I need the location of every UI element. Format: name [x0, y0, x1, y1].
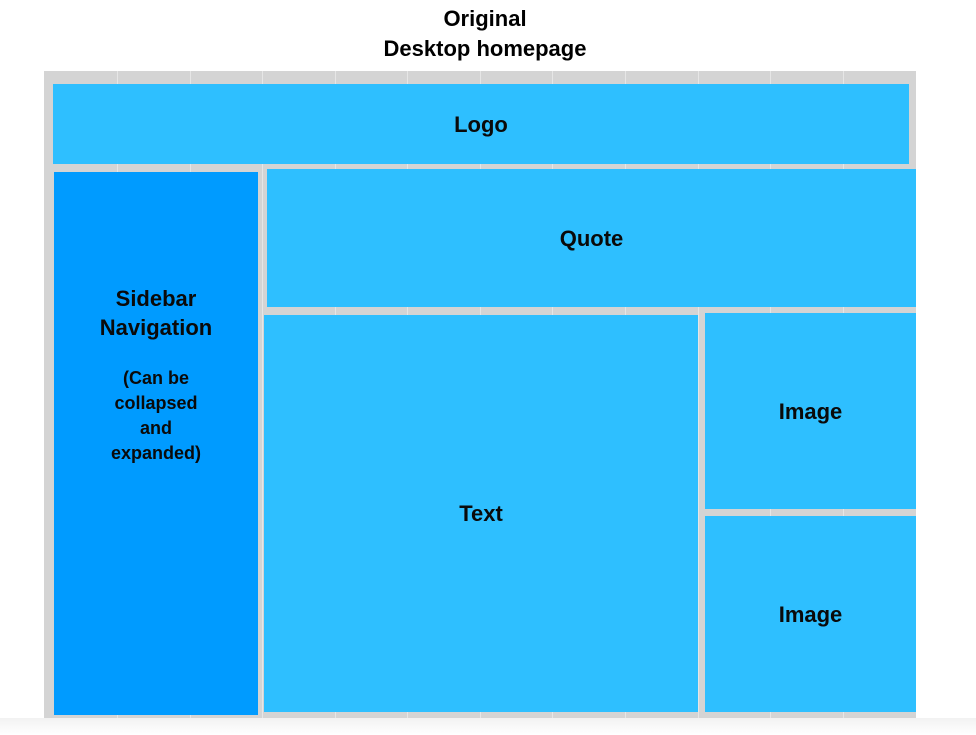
logo-block: Logo	[53, 84, 909, 164]
grid-column-line	[262, 71, 263, 718]
image-block-bottom: Image	[705, 516, 916, 712]
image-top-label: Image	[778, 398, 843, 424]
quote-label: Quote	[559, 225, 624, 251]
title-line-2: Desktop homepage	[383, 36, 587, 61]
image-bottom-label: Image	[778, 601, 843, 627]
sidebar-label: Sidebar Navigation	[99, 286, 213, 340]
bottom-edge	[0, 718, 976, 735]
image-block-top: Image	[705, 313, 916, 509]
text-block: Text	[264, 315, 698, 712]
diagram-title: Original Desktop homepage	[0, 4, 970, 64]
sidebar-note: (Can be collapsed and expanded)	[110, 368, 202, 463]
title-line-1: Original	[443, 6, 527, 31]
logo-label: Logo	[454, 111, 508, 137]
grid-column-line	[698, 71, 699, 718]
text-label: Text	[459, 501, 503, 526]
sidebar-navigation-block: Sidebar Navigation (Can be collapsed and…	[54, 172, 258, 715]
quote-block: Quote	[267, 169, 916, 307]
